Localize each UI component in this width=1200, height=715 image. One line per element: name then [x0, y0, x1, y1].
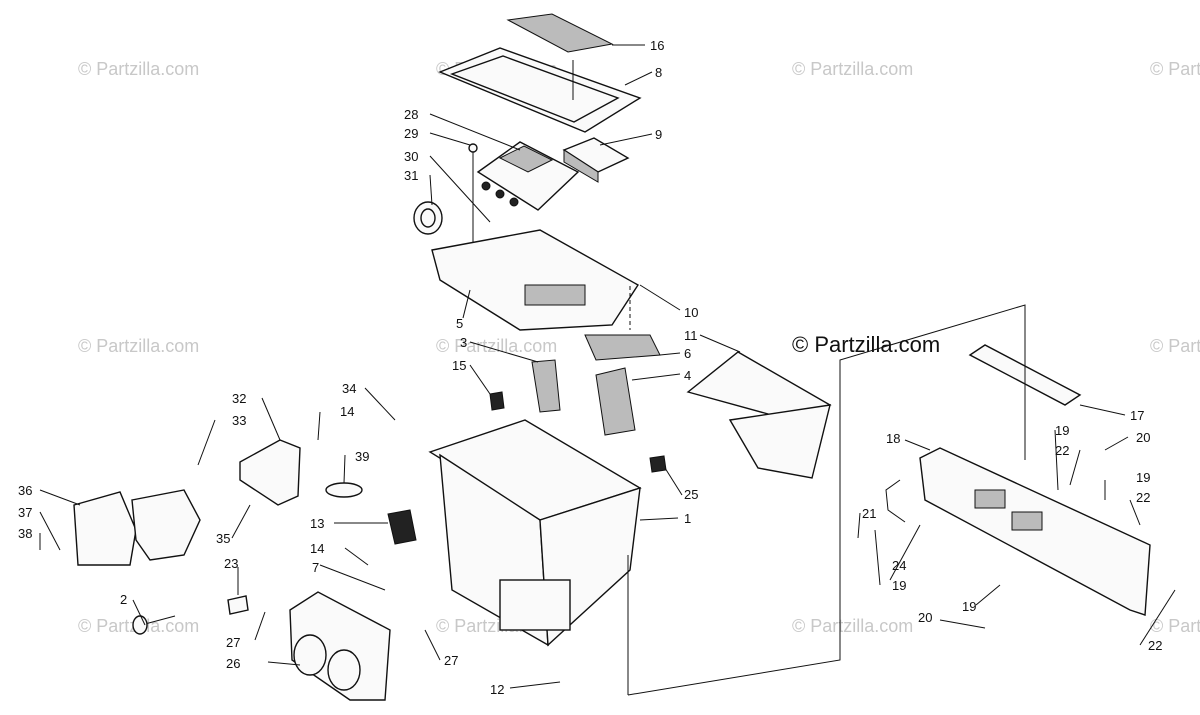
callout-24: 24 — [892, 558, 906, 573]
watermark: © Partzilla.com — [1150, 336, 1200, 356]
part-39-clamp — [325, 482, 363, 498]
callout-11: 11 — [684, 328, 698, 343]
callout-8: 8 — [655, 65, 662, 80]
callout-16: 16 — [650, 38, 664, 53]
leader-lines — [39, 44, 1176, 689]
part-6-foam — [584, 334, 661, 361]
callout-22: 22 — [1136, 490, 1150, 505]
callout-36: 36 — [18, 483, 32, 498]
callout-14: 14 — [310, 541, 324, 556]
part-3-pad — [531, 359, 561, 413]
callout-15: 15 — [452, 358, 466, 373]
frame-line — [627, 304, 1026, 696]
watermark: © Partzilla.com — [1150, 616, 1200, 636]
callout-7: 7 — [312, 560, 319, 575]
watermark: © Partzilla.com — [436, 336, 557, 356]
part-23-rod — [227, 595, 249, 615]
watermark: © Partzilla.com — [78, 59, 199, 79]
part-32-bracket — [239, 439, 301, 506]
part-24-wire — [885, 479, 906, 523]
callout-9: 9 — [655, 127, 662, 142]
callout-37: 37 — [18, 505, 32, 520]
callout-27: 27 — [226, 635, 240, 650]
callout-23: 23 — [224, 556, 238, 571]
callout-3: 3 — [460, 335, 467, 350]
callout-32: 32 — [232, 391, 246, 406]
watermarks: © Partzilla.com © Partzilla.com © Partzi… — [78, 59, 1200, 636]
callout-38: 38 — [18, 526, 32, 541]
callout-1: 1 — [684, 511, 691, 526]
part-25-bolt — [649, 455, 667, 473]
watermark: © Partzilla.com — [1150, 59, 1200, 79]
callout-19: 19 — [1136, 470, 1150, 485]
part-16-plate — [506, 13, 614, 53]
part-carburetor — [131, 489, 201, 561]
brand-text: © Partzilla.com — [792, 332, 940, 357]
callout-labels: 16 8 28 29 9 30 31 10 5 11 3 6 15 4 34 3… — [18, 38, 1162, 697]
callout-13: 13 — [310, 516, 324, 531]
callout-25: 25 — [684, 487, 698, 502]
part-15-bolt — [489, 391, 505, 411]
part-9-filter — [562, 137, 630, 183]
part-11-intake — [686, 351, 832, 479]
callout-12: 12 — [490, 682, 504, 697]
watermark: © Partzilla.com — [792, 59, 913, 79]
callout-19: 19 — [962, 599, 976, 614]
callout-2: 2 — [120, 592, 127, 607]
callout-19: 19 — [892, 578, 906, 593]
callout-22: 22 — [1055, 443, 1069, 458]
callout-14: 14 — [340, 404, 354, 419]
callout-20: 20 — [1136, 430, 1150, 445]
callout-29: 29 — [404, 126, 418, 141]
watermark: © Partzilla.com — [792, 616, 913, 636]
part-26-housing — [289, 591, 391, 701]
callout-19: 19 — [1055, 423, 1069, 438]
callout-34: 34 — [342, 381, 356, 396]
callout-17: 17 — [1130, 408, 1144, 423]
part-36-box — [73, 491, 137, 566]
callout-21: 21 — [862, 506, 876, 521]
callout-35: 35 — [216, 531, 230, 546]
part-5-tray — [431, 229, 639, 331]
callout-39: 39 — [355, 449, 369, 464]
part-31-grommet — [413, 201, 443, 235]
callout-5: 5 — [456, 316, 463, 331]
part-8-lid — [438, 47, 642, 133]
part-4-pad — [595, 367, 636, 436]
part-28-module — [468, 141, 580, 270]
callout-4: 4 — [684, 368, 691, 383]
callout-20: 20 — [918, 610, 932, 625]
part-2-bolt — [132, 615, 176, 635]
callout-31: 31 — [404, 168, 418, 183]
callout-28: 28 — [404, 107, 418, 122]
callout-18: 18 — [886, 431, 900, 446]
callout-30: 30 — [404, 149, 418, 164]
callout-6: 6 — [684, 346, 691, 361]
callout-10: 10 — [684, 305, 698, 320]
callout-22: 22 — [1148, 638, 1162, 653]
callout-33: 33 — [232, 413, 246, 428]
part-13-clip — [387, 509, 417, 545]
callout-26: 26 — [226, 656, 240, 671]
part-18-duct — [919, 447, 1151, 616]
part-1-airbox — [428, 419, 642, 647]
watermark: © Partzilla.com — [78, 336, 199, 356]
callout-27: 27 — [444, 653, 458, 668]
